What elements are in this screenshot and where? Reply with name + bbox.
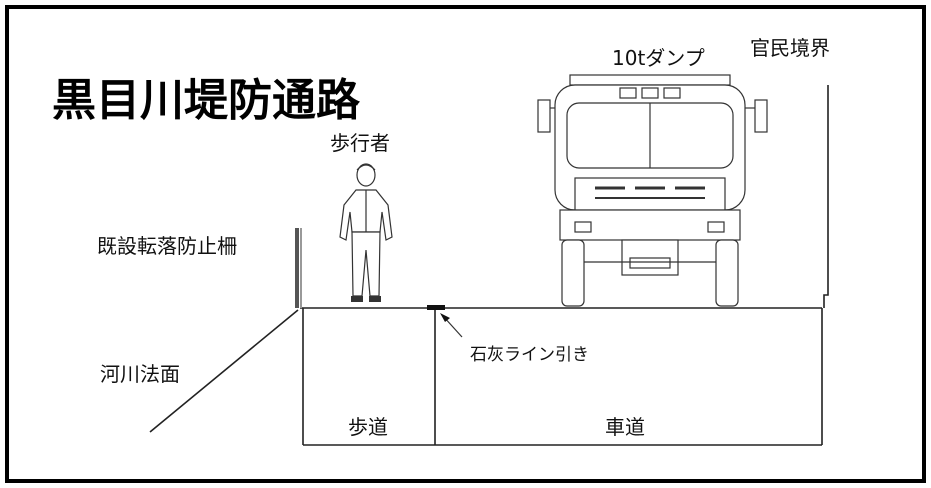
fence	[295, 228, 302, 308]
boundary-label: 官民境界	[750, 36, 830, 60]
slope-label: 河川法面	[100, 362, 180, 386]
diagram-title: 黒目川堤防通路	[52, 75, 361, 126]
slope-line	[149, 309, 299, 433]
ground-section	[149, 307, 823, 446]
dump-truck	[537, 74, 768, 307]
truck-label: 10tダンプ	[612, 46, 705, 70]
pedestrian-label: 歩行者	[330, 131, 390, 155]
fence-label: 既設転落防止柵	[97, 234, 237, 258]
sidewalk-label: 歩道	[348, 415, 388, 439]
roadway-label: 車道	[605, 415, 645, 439]
outer-frame	[5, 5, 926, 483]
pedestrian-figure	[339, 163, 393, 302]
boundary-line	[823, 85, 829, 308]
lime-line-marker	[427, 305, 463, 338]
lime-line-label: 石灰ライン引き	[470, 345, 589, 365]
